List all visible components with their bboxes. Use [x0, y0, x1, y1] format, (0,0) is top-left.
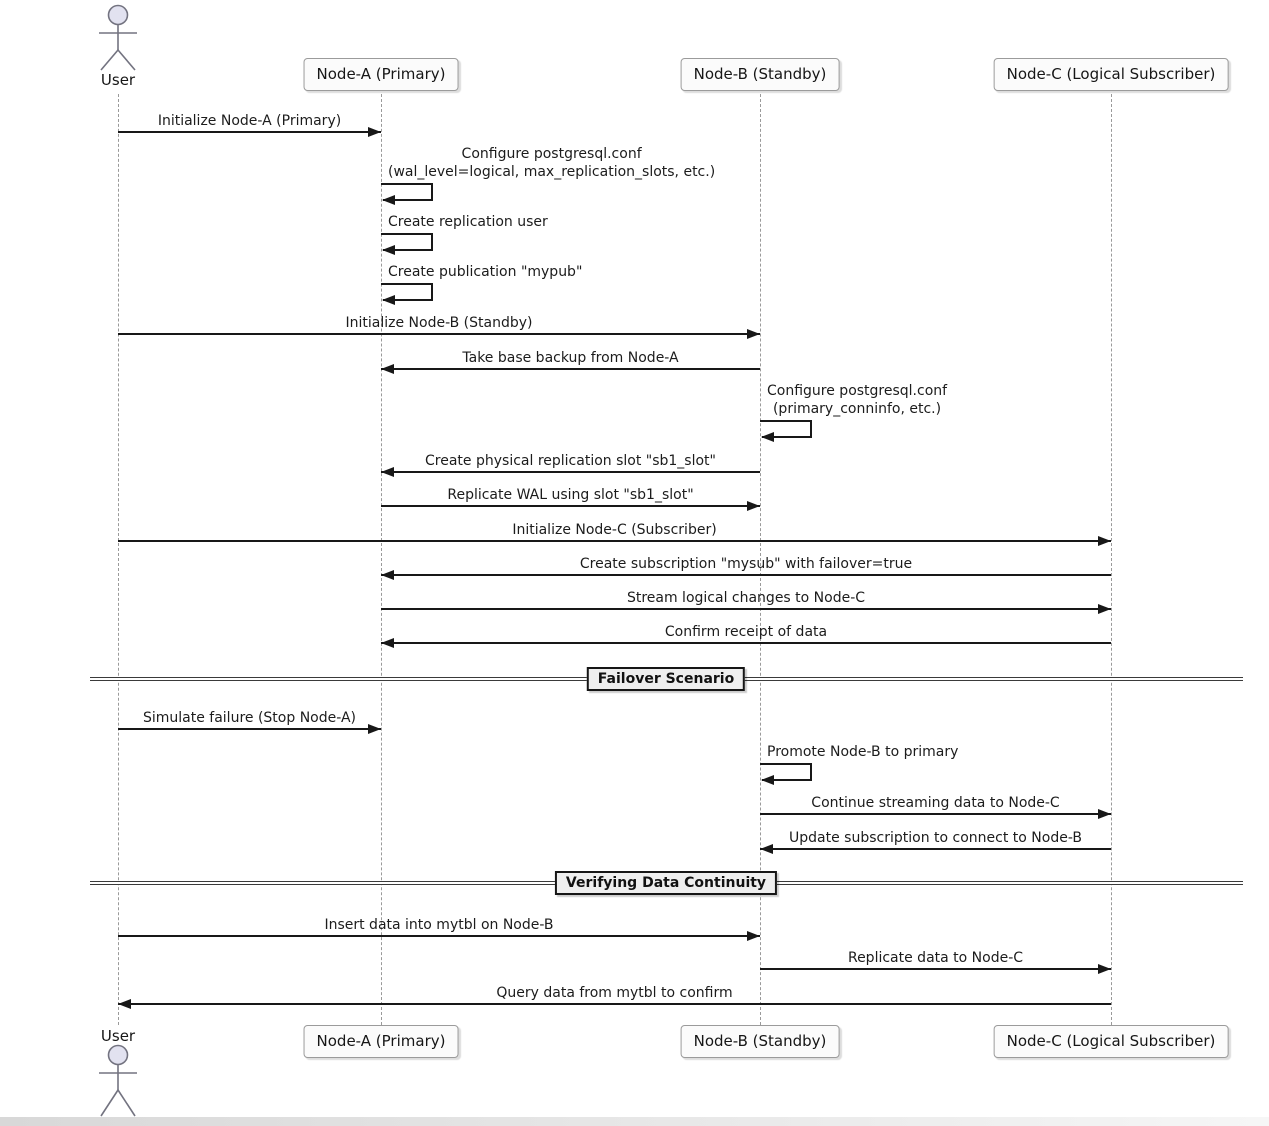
self-message-side	[431, 283, 433, 299]
message-label: Insert data into mytbl on Node-B	[324, 917, 554, 933]
arrowhead-right-icon	[1098, 963, 1111, 974]
arrowhead-right-icon	[368, 126, 381, 137]
self-message-top	[381, 283, 433, 285]
message-label: Replicate WAL using slot "sb1_slot"	[447, 487, 694, 503]
self-message-top	[760, 420, 812, 422]
arrowhead-left-icon	[381, 637, 394, 648]
actor-user-bottom-label: User	[100, 1027, 136, 1045]
lifeline-nodec	[1111, 94, 1112, 1025]
arrowhead-right-icon	[368, 723, 381, 734]
message-arrow-line	[118, 131, 381, 133]
arrowhead-right-icon	[1098, 535, 1111, 546]
message-label: Update subscription to connect to Node-B	[789, 830, 1082, 846]
message-arrow-line	[760, 848, 1111, 850]
message-arrow-line	[760, 968, 1111, 970]
self-message-top	[760, 763, 812, 765]
user-top-actor-icon	[94, 4, 142, 76]
arrowhead-left-icon	[381, 363, 394, 374]
message-arrow-line	[381, 608, 1111, 610]
message-arrow-line	[381, 642, 1111, 644]
arrowhead-left-icon	[381, 466, 394, 477]
self-message-side	[431, 233, 433, 249]
message-arrow-line	[118, 333, 760, 335]
message-label: Initialize Node-A (Primary)	[157, 113, 342, 129]
window-bottom-edge	[0, 1117, 1269, 1126]
actor-user-top-label: User	[100, 71, 136, 89]
lifeline-nodeb	[760, 94, 761, 1025]
arrowhead-left-icon	[761, 431, 774, 442]
message-arrow-line	[381, 368, 760, 370]
message-arrow-line	[118, 935, 760, 937]
self-message-top	[381, 183, 433, 185]
participant-nodec-bottom: Node-C (Logical Subscriber)	[993, 1025, 1229, 1058]
message-arrow-line	[381, 505, 760, 507]
self-message-label: Promote Node-B to primary	[767, 744, 959, 760]
self-message-label: Create replication user	[388, 214, 548, 230]
arrowhead-left-icon	[761, 774, 774, 785]
self-message-side	[810, 420, 812, 436]
lifeline-nodea	[381, 94, 382, 1025]
message-label: Create physical replication slot "sb1_sl…	[425, 453, 716, 469]
arrowhead-left-icon	[381, 569, 394, 580]
arrowhead-left-icon	[760, 843, 773, 854]
self-message-bottom	[383, 299, 433, 301]
message-label: Create subscription "mysub" with failove…	[579, 556, 913, 572]
participant-nodea-bottom: Node-A (Primary)	[303, 1025, 459, 1058]
lifeline-user	[118, 94, 119, 1025]
arrowhead-left-icon	[382, 294, 395, 305]
message-label: Stream logical changes to Node-C	[626, 590, 866, 606]
arrowhead-left-icon	[382, 244, 395, 255]
participant-nodeb-top: Node-B (Standby)	[680, 58, 840, 91]
arrowhead-left-icon	[382, 194, 395, 205]
self-message-top	[381, 233, 433, 235]
message-label: Replicate data to Node-C	[847, 950, 1024, 966]
arrowhead-right-icon	[1098, 808, 1111, 819]
self-message-label: Create publication "mypub"	[388, 264, 583, 280]
self-message-label: Configure postgresql.conf (wal_level=log…	[388, 146, 716, 180]
participant-nodea-top: Node-A (Primary)	[303, 58, 459, 91]
message-arrow-line	[381, 471, 760, 473]
arrowhead-right-icon	[747, 930, 760, 941]
user-bottom-actor-icon	[94, 1044, 142, 1122]
message-label: Simulate failure (Stop Node-A)	[142, 710, 357, 726]
message-label: Initialize Node-B (Standby)	[345, 315, 533, 331]
self-message-bottom	[383, 199, 433, 201]
message-label: Query data from mytbl to confirm	[496, 985, 733, 1001]
divider-label-box: Failover Scenario	[586, 667, 746, 691]
message-arrow-line	[118, 1003, 1111, 1005]
message-label: Confirm receipt of data	[664, 624, 828, 640]
message-label: Take base backup from Node-A	[462, 350, 679, 366]
self-message-side	[810, 763, 812, 779]
arrowhead-left-icon	[118, 998, 131, 1009]
message-arrow-line	[118, 540, 1111, 542]
self-message-bottom	[762, 436, 812, 438]
message-arrow-line	[118, 728, 381, 730]
arrowhead-right-icon	[1098, 603, 1111, 614]
self-message-side	[431, 183, 433, 199]
self-message-label: Configure postgresql.conf (primary_conni…	[767, 383, 948, 417]
participant-nodeb-bottom: Node-B (Standby)	[680, 1025, 840, 1058]
self-message-bottom	[762, 779, 812, 781]
self-message-bottom	[383, 249, 433, 251]
arrowhead-right-icon	[747, 328, 760, 339]
arrowhead-right-icon	[747, 500, 760, 511]
message-arrow-line	[381, 574, 1111, 576]
divider-label-box: Verifying Data Continuity	[554, 871, 778, 895]
message-label: Continue streaming data to Node-C	[811, 795, 1060, 811]
message-arrow-line	[760, 813, 1111, 815]
participant-nodec-top: Node-C (Logical Subscriber)	[993, 58, 1229, 91]
message-label: Initialize Node-C (Subscriber)	[512, 522, 717, 538]
